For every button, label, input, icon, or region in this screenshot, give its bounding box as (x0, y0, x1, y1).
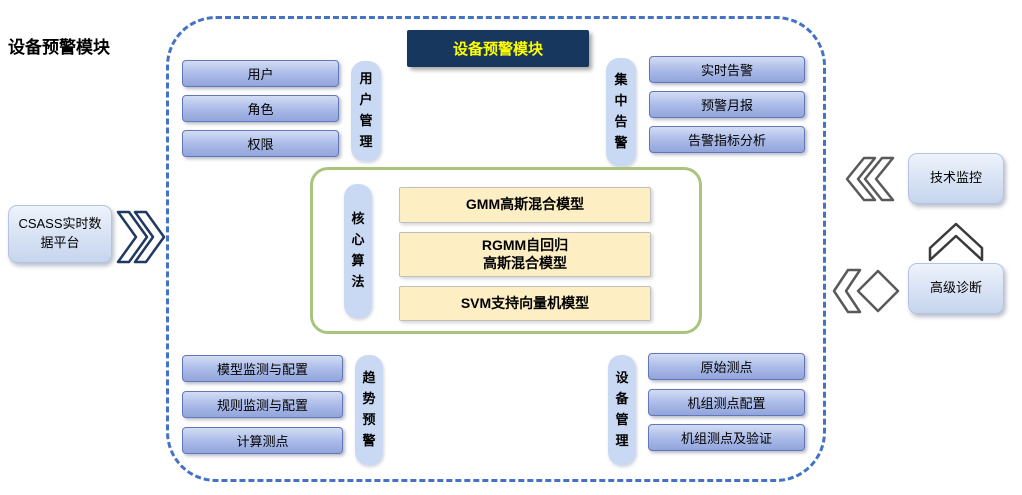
unit-point-verify-node: 机组测点及验证 (648, 424, 805, 451)
central-alarm-label: 集中告警 (606, 58, 636, 166)
central-alarm-label-text: 集中告警 (614, 72, 628, 150)
role-node: 角色 (182, 95, 339, 122)
core-algorithm-label-text: 核心算法 (351, 211, 365, 289)
device-mgmt-label: 设备管理 (608, 355, 636, 465)
tech-monitor-node: 技术监控 (908, 153, 1004, 204)
double-chevron-right-icon (116, 210, 166, 264)
core-algorithm-label: 核心算法 (344, 184, 372, 318)
gmm-model-node: GMM高斯混合模型 (399, 187, 651, 223)
rule-monitor-config-node: 规则监测与配置 (182, 391, 343, 418)
raw-point-node: 原始测点 (648, 353, 805, 380)
csass-platform-node: CSASS实时数据平台 (8, 205, 112, 263)
trend-warning-label: 趋势预警 (355, 355, 383, 465)
unit-point-config-node: 机组测点配置 (648, 389, 805, 416)
double-chevron-left-icon (845, 156, 895, 202)
user-mgmt-label: 用户管理 (351, 61, 381, 161)
module-title-outside: 设备预警模块 (8, 38, 110, 57)
dashed-boundary (166, 16, 826, 482)
realtime-alarm-node: 实时告警 (649, 56, 805, 83)
calc-point-node: 计算测点 (182, 427, 343, 454)
svm-model-node: SVM支持向量机模型 (399, 286, 651, 321)
user-node: 用户 (182, 60, 339, 87)
permission-node: 权限 (182, 130, 339, 157)
alarm-monthly-report-node: 预警月报 (649, 91, 805, 118)
user-mgmt-label-text: 用户管理 (359, 71, 373, 149)
module-header: 设备预警模块 (407, 30, 589, 67)
advanced-diagnosis-node: 高级诊断 (908, 263, 1004, 314)
device-mgmt-label-text: 设备管理 (615, 370, 629, 448)
chevron-up-icon (928, 222, 984, 262)
rgmm-model-node: RGMM自回归 高斯混合模型 (399, 232, 651, 277)
model-monitor-config-node: 模型监测与配置 (182, 355, 343, 382)
chevron-diamond-icon (832, 268, 900, 314)
alarm-indicator-analysis-node: 告警指标分析 (649, 126, 805, 153)
trend-warning-label-text: 趋势预警 (362, 370, 376, 448)
